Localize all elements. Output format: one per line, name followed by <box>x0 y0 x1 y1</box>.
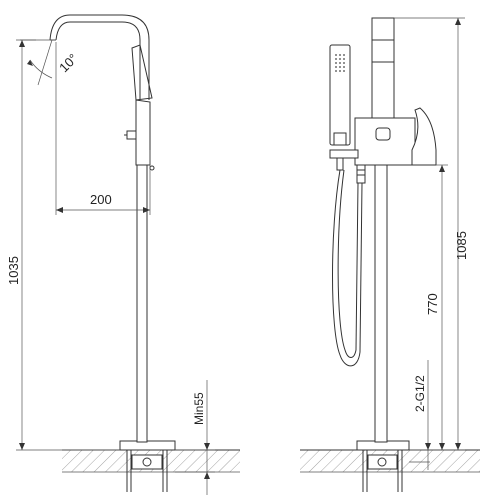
column-left <box>136 149 148 443</box>
min-depth-dimension: Min55 <box>175 380 215 495</box>
column-right <box>374 164 388 443</box>
shower-hose <box>332 169 363 367</box>
front-view: 10° 200 1035 Min55 <box>6 14 240 495</box>
reach-label: 200 <box>90 192 112 207</box>
knob-left <box>126 130 137 140</box>
hand-shower-right <box>329 44 351 146</box>
inlet-label: 2-G1/2 <box>413 375 427 412</box>
angle-label: 10° <box>56 51 81 76</box>
mixer-body-right <box>354 117 416 166</box>
height-label-front: 1035 <box>6 256 21 285</box>
min-depth-label: Min55 <box>192 392 206 425</box>
spout-right <box>371 17 395 119</box>
inlet-callout: 2-G1/2 <box>409 360 431 470</box>
anchor-bolts-left <box>126 450 168 492</box>
anchor-bolts-right <box>362 450 403 492</box>
lever-handle-right <box>411 107 437 166</box>
handle-height-dimension: 770 <box>425 164 448 450</box>
shower-nozzles <box>335 54 345 72</box>
height-dimension-front: 1035 <box>6 39 120 451</box>
side-view: 1085 770 2-G1/2 <box>300 17 480 492</box>
mixer-body-left <box>135 99 151 166</box>
handle-height-label: 770 <box>425 293 440 315</box>
reach-dimension: 200 <box>55 42 151 215</box>
spout-left <box>55 21 141 100</box>
height-label-side: 1085 <box>454 231 469 260</box>
angle-dimension: 10° <box>20 39 81 86</box>
height-dimension-side: 1085 <box>394 17 469 451</box>
